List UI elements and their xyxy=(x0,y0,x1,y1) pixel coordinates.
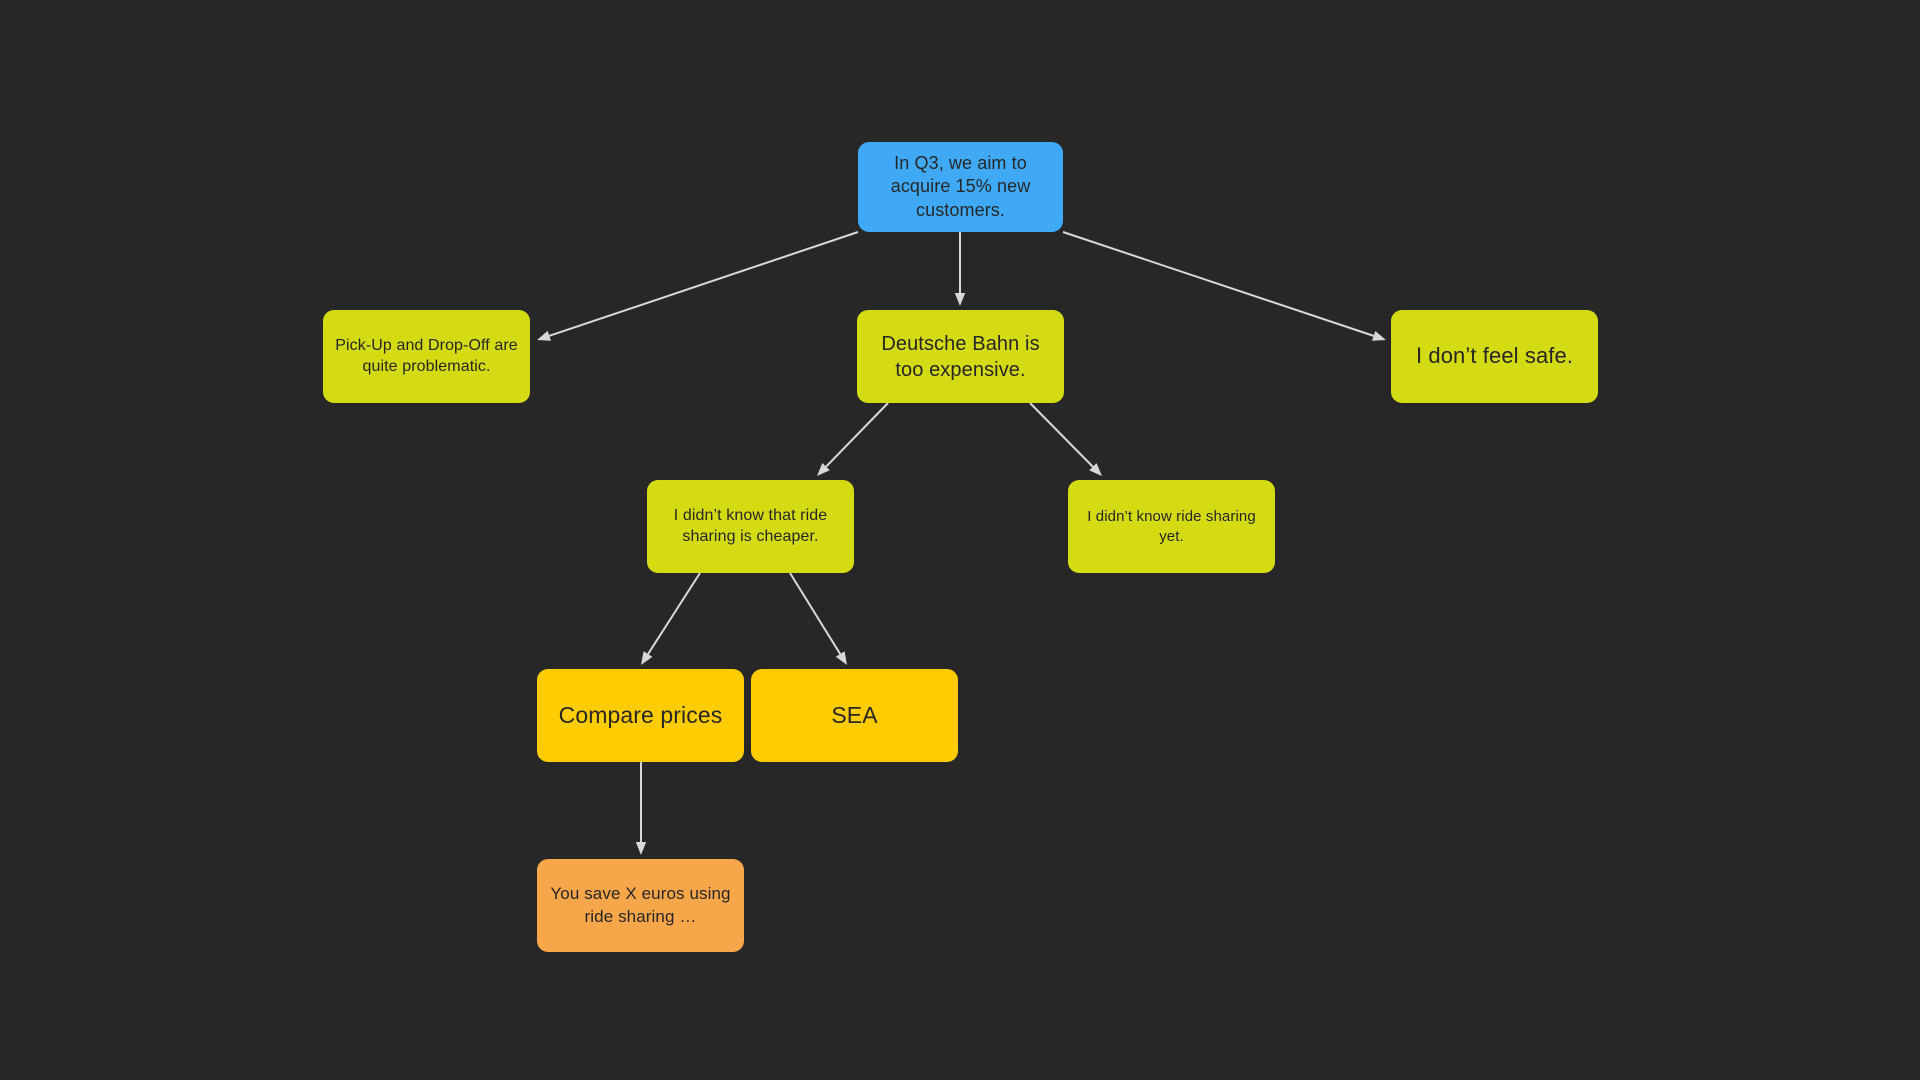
edge-goal-bahn xyxy=(954,232,966,306)
edge-bahn-cheaper xyxy=(817,402,889,476)
edge-goal-pickup xyxy=(537,231,859,341)
node-safe[interactable]: I don’t feel safe. xyxy=(1391,310,1598,403)
edge-cheaper-sea xyxy=(789,572,847,665)
edge-goal-safe xyxy=(1062,231,1386,341)
node-bahn[interactable]: Deutsche Bahn is too expensive. xyxy=(857,310,1064,403)
node-compare[interactable]: Compare prices xyxy=(537,669,744,762)
edge-bahn-notyet xyxy=(1029,402,1102,476)
edge-compare-savings xyxy=(635,762,647,855)
edge-cheaper-compare xyxy=(641,572,701,665)
node-savings[interactable]: You save X euros using ride sharing … xyxy=(537,859,744,952)
node-cheaper[interactable]: I didn’t know that ride sharing is cheap… xyxy=(647,480,854,573)
node-pickup[interactable]: Pick-Up and Drop-Off are quite problemat… xyxy=(323,310,530,403)
node-notyet[interactable]: I didn’t know ride sharing yet. xyxy=(1068,480,1275,573)
node-sea[interactable]: SEA xyxy=(751,669,958,762)
node-goal[interactable]: In Q3, we aim to acquire 15% new custome… xyxy=(858,142,1063,232)
